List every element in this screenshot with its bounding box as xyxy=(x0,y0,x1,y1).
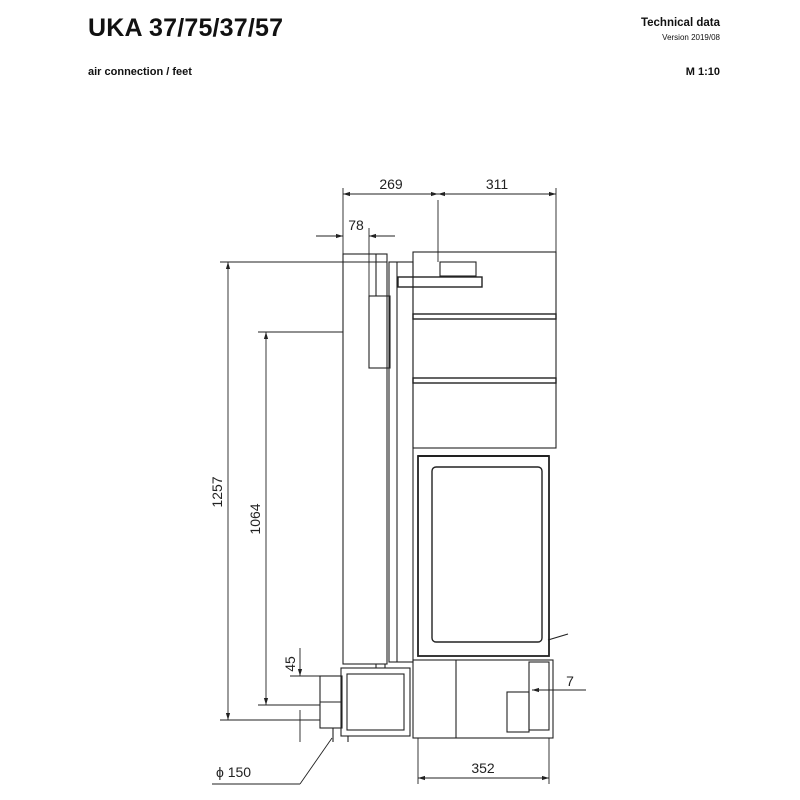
top-vent xyxy=(439,261,477,277)
dim-269: 269 xyxy=(379,176,403,192)
scale-label: M 1:10 xyxy=(685,66,720,78)
firebox-frame xyxy=(417,455,550,657)
glass-door xyxy=(431,466,543,643)
dim-311: 311 xyxy=(486,176,509,192)
dim-diameter-150: ϕ 150 xyxy=(216,764,251,780)
side-panel xyxy=(388,261,414,663)
right-foot-bracket xyxy=(528,661,550,731)
air-connection-box xyxy=(340,667,411,737)
base-plinth xyxy=(412,659,554,739)
drawing-title: UKA 37/75/37/57 xyxy=(88,14,284,42)
dim-7: 7 xyxy=(566,673,574,689)
dim-78: 78 xyxy=(348,217,364,233)
right-foot xyxy=(506,691,530,733)
dimension-lines xyxy=(212,188,586,785)
upper-housing xyxy=(412,251,557,449)
housing-band-2 xyxy=(412,377,557,384)
dim-45: 45 xyxy=(282,656,298,672)
rear-column xyxy=(342,253,388,665)
dimension-labels: 269 311 78 1257 1064 45 7 352 ϕ 150 xyxy=(209,176,574,780)
handle-bar xyxy=(397,276,483,288)
flue-insert xyxy=(368,295,391,369)
housing-band-1 xyxy=(412,313,557,320)
dim-352: 352 xyxy=(471,760,495,776)
technical-data-label: Technical data xyxy=(640,17,720,29)
version-label: Version 2019/08 xyxy=(662,33,720,42)
drawing-subtitle: air connection / feet xyxy=(88,66,192,78)
dim-1064: 1064 xyxy=(247,503,263,534)
stove-body xyxy=(319,251,569,742)
dim-1257: 1257 xyxy=(209,476,225,507)
